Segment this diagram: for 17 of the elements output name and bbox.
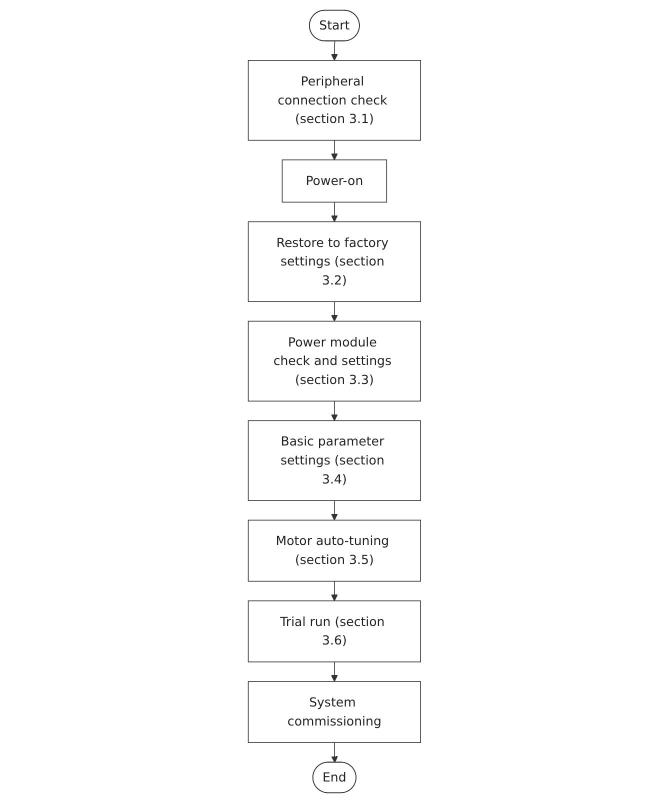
node-box: Motor auto-tuning (section 3.5) [247, 520, 421, 582]
node-box: Power-on [281, 159, 387, 203]
node-box: System commissioning [247, 681, 421, 743]
arrow [330, 742, 338, 763]
arrow [330, 500, 338, 520]
node-box: Basic parameter settings (section 3.4) [247, 420, 421, 501]
node-box: Trial run (section 3.6) [247, 600, 421, 662]
node-box: Restore to factory settings (section 3.2) [247, 221, 421, 302]
arrow [330, 662, 338, 682]
arrow [330, 580, 338, 602]
arrow [330, 301, 338, 322]
arrow [330, 40, 338, 61]
arrow [330, 400, 338, 421]
arrow [330, 140, 338, 160]
node-box: Power module check and settings (section 3.3) [247, 320, 421, 402]
arrow [330, 202, 338, 222]
node-box: Peripheral connection check (section 3.1) [247, 60, 421, 141]
